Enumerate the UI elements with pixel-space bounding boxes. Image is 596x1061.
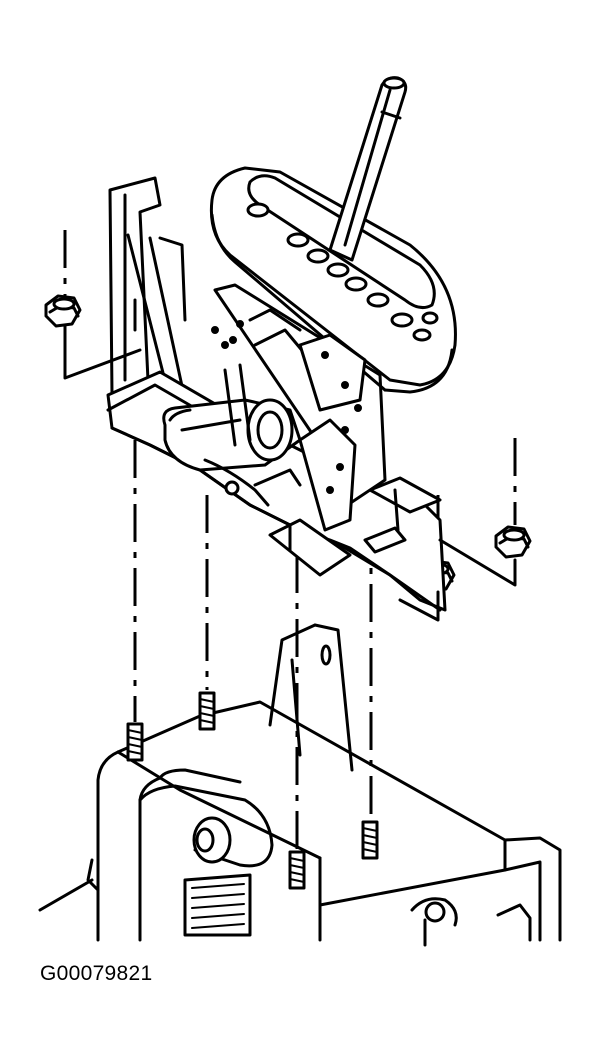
lever-detent-plate: [298, 333, 367, 412]
figure-code: G00079821: [40, 962, 153, 985]
alignment-lines: [63, 230, 517, 850]
mounting-stud: [361, 820, 379, 860]
nut-leader-center: [398, 590, 440, 622]
mounting-nut: [494, 525, 532, 559]
mounting-stud: [198, 691, 216, 731]
floor-console-base: [38, 623, 562, 947]
mounting-stud: [288, 850, 306, 890]
nut-leader-right: [438, 538, 517, 587]
mounting-nut: [44, 294, 82, 328]
nut-leader-left: [63, 323, 142, 380]
mounting-studs: [126, 691, 379, 890]
shift-solenoid: [162, 363, 302, 507]
mounting-stud: [126, 722, 144, 762]
shift-lever: [328, 76, 408, 262]
